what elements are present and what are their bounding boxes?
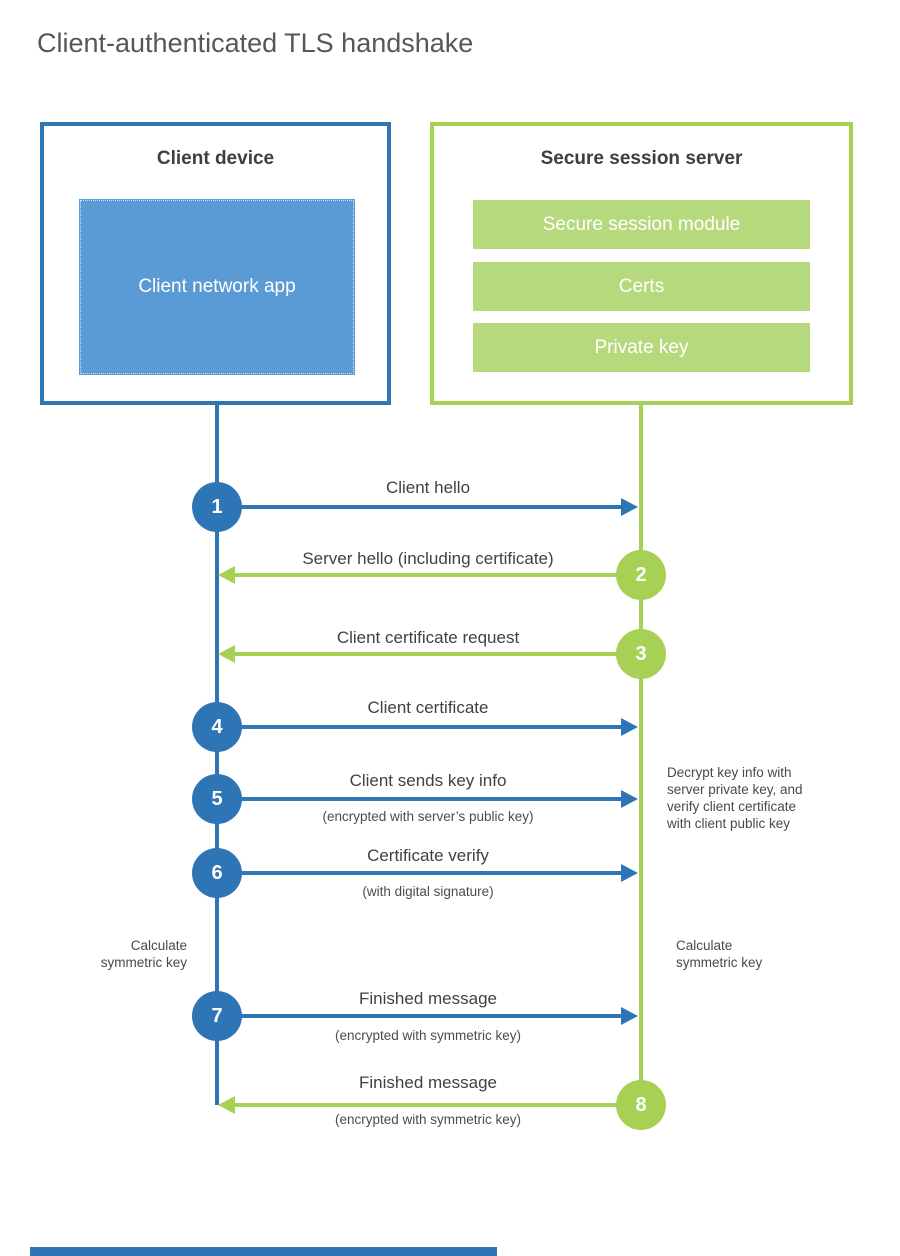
- calculate-symmetric-key-server: Calculate symmetric key: [676, 938, 763, 970]
- step-circle-6: 6: [192, 848, 242, 898]
- arrow-right-step7: [219, 1007, 638, 1025]
- message-sublabel-step6: (with digital signature): [362, 884, 494, 899]
- client-network-app-box: Client network app: [79, 199, 355, 375]
- cropped-bottom-element: [30, 1247, 497, 1256]
- server-module-certs: Certs: [473, 262, 810, 311]
- server-module-secure-session-module: Secure session module: [473, 200, 810, 249]
- message-label-step7: Finished message: [359, 989, 497, 1008]
- arrow-left-step2: [218, 566, 641, 584]
- message-label-step1: Client hello: [385, 478, 471, 497]
- step-circle-8: 8: [616, 1080, 666, 1130]
- message-sublabel-step5: (encrypted with server’s public key): [322, 809, 534, 824]
- secure-session-server-title: Secure session server: [540, 148, 743, 169]
- message-sublabel-step8: (encrypted with symmetric key): [334, 1112, 522, 1127]
- message-label-step8: Finished message: [359, 1073, 497, 1092]
- message-label-step4: Client certificate: [367, 698, 489, 717]
- page-title: Client-authenticated TLS handshake: [37, 28, 474, 58]
- step-circle-7: 7: [192, 991, 242, 1041]
- arrow-right-step5: [219, 790, 638, 808]
- arrow-right-step4: [219, 718, 638, 736]
- server-lifeline: [639, 401, 643, 1127]
- calculate-symmetric-key-client: Calculate symmetric key: [100, 938, 187, 970]
- step-circle-2: 2: [616, 550, 666, 600]
- message-label-step5: Client sends key info: [349, 771, 507, 790]
- client-network-app-label: Client network app: [138, 276, 296, 298]
- message-label-step3: Client certificate request: [336, 628, 520, 647]
- server-module-label: Private key: [594, 336, 689, 358]
- client-device-title: Client device: [156, 148, 275, 169]
- server-module-label: Certs: [618, 275, 665, 297]
- message-label-step2: Server hello (including certificate): [302, 549, 554, 568]
- arrow-left-step8: [218, 1096, 641, 1114]
- client-lifeline: [215, 401, 219, 1105]
- message-sublabel-step7: (encrypted with symmetric key): [334, 1028, 522, 1043]
- server-module-private-key: Private key: [473, 323, 810, 372]
- arrow-left-step3: [218, 645, 641, 663]
- message-label-step6: Certificate verify: [367, 846, 489, 865]
- step-circle-3: 3: [616, 629, 666, 679]
- arrow-right-step1: [219, 498, 638, 516]
- step-circle-1: 1: [192, 482, 242, 532]
- step-circle-5: 5: [192, 774, 242, 824]
- decrypt-key-note: Decrypt key info with server private key…: [667, 765, 803, 831]
- arrow-right-step6: [219, 864, 638, 882]
- step-circle-4: 4: [192, 702, 242, 752]
- server-module-label: Secure session module: [542, 213, 741, 235]
